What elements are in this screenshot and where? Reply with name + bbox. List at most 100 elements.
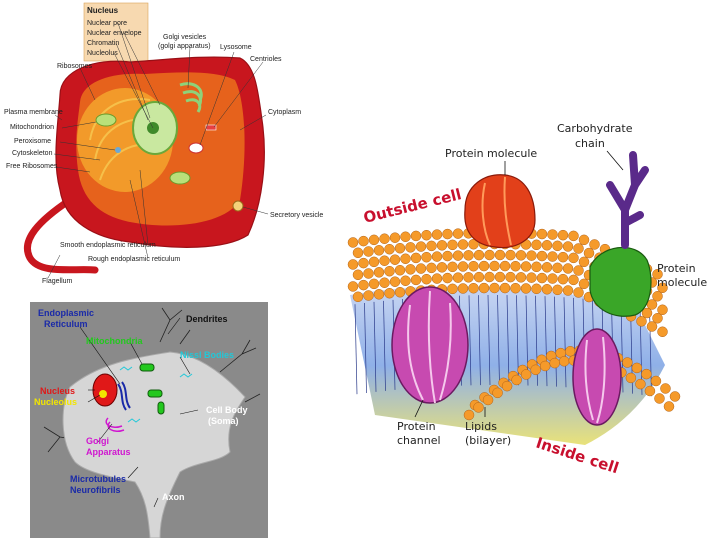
label-peroxisome: Peroxisome [14, 138, 51, 145]
lipid-head [552, 240, 563, 252]
neuron-label-golgi-2: Apparatus [86, 447, 131, 457]
lipid-head [494, 249, 506, 261]
lipid-head [363, 268, 374, 279]
protein-molecule-right-shape [589, 246, 652, 317]
neuron-diagram: Endoplasmic Reticulum Dendrites Mitochon… [30, 302, 268, 539]
label-mitochondrion: Mitochondrion [10, 124, 54, 131]
lipid-head [352, 247, 364, 259]
nucleus-legend-item: Chromatin [87, 40, 119, 47]
lipid-head [389, 232, 401, 243]
lipid-head [531, 283, 542, 295]
lipid-head [358, 257, 369, 269]
centriole-shape [205, 124, 217, 131]
nucleus-legend-box [83, 2, 149, 62]
lipid-head [368, 256, 380, 268]
lipid-head [652, 291, 663, 302]
lipid-head [452, 228, 464, 239]
lipid-head [558, 356, 570, 367]
neuron-label-soma: (Soma) [208, 416, 239, 426]
lipid-head [552, 262, 563, 274]
membrane-label-carbohydrate-2: chain [575, 137, 605, 150]
lipid-head [394, 242, 406, 254]
lipid-head [384, 287, 395, 299]
lipid-head [573, 265, 584, 276]
membrane-label-channel-2: channel [397, 434, 441, 447]
lipid-tail [497, 294, 500, 386]
lipid-head [384, 243, 395, 255]
lipid-head [641, 368, 652, 380]
nucleus-legend-item: Nuclear pore [87, 20, 127, 27]
neuron-nucleus-shape [92, 373, 118, 407]
membrane-leader-channel [414, 399, 424, 418]
animal-cell-svg: Nucleus Nuclear pore Nuclear envelope Ch… [4, 2, 323, 285]
lipid-head [389, 276, 401, 287]
nucleus-legend-item: Nucleolus [87, 50, 118, 57]
label-cytoskeleton: Cytoskeleton [12, 150, 53, 157]
neuron-er-shape [117, 381, 131, 411]
lipid-head [499, 282, 511, 294]
lipid-head [536, 272, 548, 284]
lipid-head [421, 251, 432, 263]
lipid-tail [373, 301, 377, 392]
golgi-shape [179, 82, 203, 113]
protein-top-highlights [481, 176, 512, 246]
membrane-label-outside-cell: Outside cell [362, 185, 464, 227]
label-lysosome: Lysosome [220, 44, 252, 51]
lipid-head [568, 230, 579, 242]
lipid-head [547, 273, 558, 284]
lipid-head [657, 304, 668, 316]
lipid-head [442, 272, 453, 284]
lipid-head [562, 263, 574, 274]
lipid-head [400, 253, 411, 265]
lipid-tail [563, 297, 567, 388]
lipid-head [501, 380, 513, 392]
lipid-head [431, 229, 443, 240]
lipid-head [510, 260, 521, 272]
lipid-head [669, 391, 681, 402]
lipid-head [484, 271, 495, 283]
lipid-head [410, 252, 422, 264]
lipid-tail [554, 296, 557, 387]
lipid-head [442, 250, 453, 262]
lipid-head [447, 283, 458, 295]
protein-channel-highlights [407, 290, 452, 404]
lipid-head [541, 240, 553, 251]
lipid-head [505, 271, 516, 283]
membrane-label-protein-right-2: molecule [657, 276, 707, 289]
neuron-label-nissl: Nissl Bodies [180, 350, 234, 360]
lipid-tail [544, 296, 548, 387]
membrane-label-protein-right-1: Protein [657, 262, 696, 275]
cell-membrane-diagram: Carbohydrate chain Protein molecule Outs… [335, 115, 720, 540]
neuron-label-dendrites: Dendrites [186, 314, 228, 324]
lipid-head [515, 272, 527, 283]
lipid-head [405, 264, 416, 275]
lipid-head [379, 233, 390, 244]
lipid-tail [354, 304, 358, 395]
neuron-label-er-1: Endoplasmic [38, 308, 94, 318]
lipid-head [541, 284, 553, 295]
membrane-svg: Carbohydrate chain Protein molecule Outs… [347, 122, 707, 477]
lipid-head [644, 385, 656, 397]
lipid-head [415, 263, 427, 274]
secretory-vesicle-shape [232, 200, 244, 212]
label-ribosomes: Ribosomes [57, 63, 93, 70]
lipid-head [589, 239, 600, 250]
lipid-tail [506, 295, 510, 386]
nucleus-legend-item: Nuclear envelope [87, 30, 142, 37]
carbohydrate-chain-shape [606, 151, 649, 249]
lipid-head [489, 260, 500, 272]
lipid-head [562, 241, 574, 252]
lipid-tail [478, 295, 481, 386]
lipid-head [405, 242, 416, 253]
label-smooth-er: Smooth endoplasmic reticulum [60, 242, 156, 249]
neuron-leader-lines [79, 317, 199, 508]
lipid-head [547, 251, 558, 262]
neuron-label-mitochondria: Mitochondria [86, 336, 143, 346]
lipid-head [468, 282, 479, 294]
lipid-head [473, 271, 485, 283]
neuron-label-golgi-1: Golgi [86, 436, 109, 446]
label-plasma-membrane: Plasma membrane [4, 109, 63, 116]
lipid-head [373, 289, 385, 300]
lipid-head [526, 250, 537, 261]
lipid-head [352, 269, 364, 281]
